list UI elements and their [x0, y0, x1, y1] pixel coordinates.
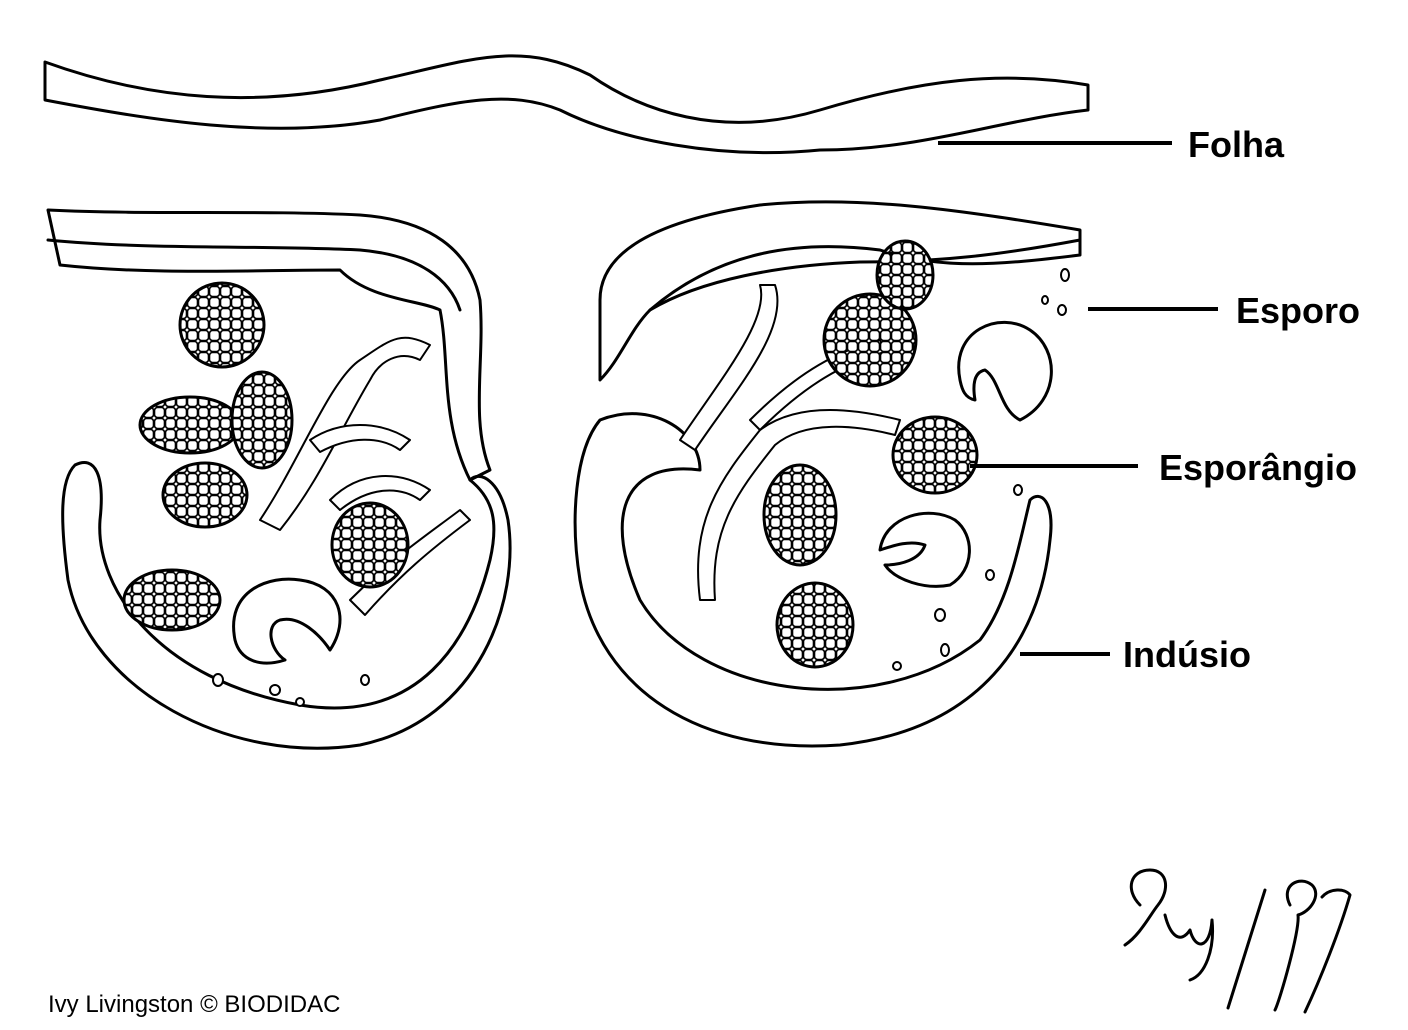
indusium-left — [61, 461, 512, 750]
sporangium — [161, 461, 249, 529]
sporangium-open — [957, 320, 1053, 422]
spores — [212, 268, 1070, 707]
label-indusio: Indúsio — [1123, 634, 1251, 675]
leaf-tissue — [43, 54, 1090, 482]
sporangia — [122, 239, 1053, 669]
sporangium — [178, 281, 266, 369]
sporangium — [762, 463, 838, 567]
label-esporangio: Esporângio — [1159, 447, 1357, 488]
sporangium — [122, 568, 222, 632]
sporangium — [775, 581, 855, 669]
label-esporo: Esporo — [1236, 290, 1360, 331]
sporangium — [138, 395, 242, 455]
sporangium-open — [232, 577, 342, 665]
sporangium-open — [878, 511, 971, 588]
sporangium — [330, 501, 410, 589]
sporangium — [891, 415, 979, 495]
label-folha: Folha — [1188, 124, 1285, 165]
artist-signature — [1123, 868, 1352, 1014]
indusium-right — [573, 412, 1053, 748]
credit: Ivy Livingston © BIODIDAC — [48, 991, 340, 1018]
sporangium — [875, 239, 935, 311]
sporangium — [230, 370, 294, 470]
sporangium — [822, 292, 918, 388]
